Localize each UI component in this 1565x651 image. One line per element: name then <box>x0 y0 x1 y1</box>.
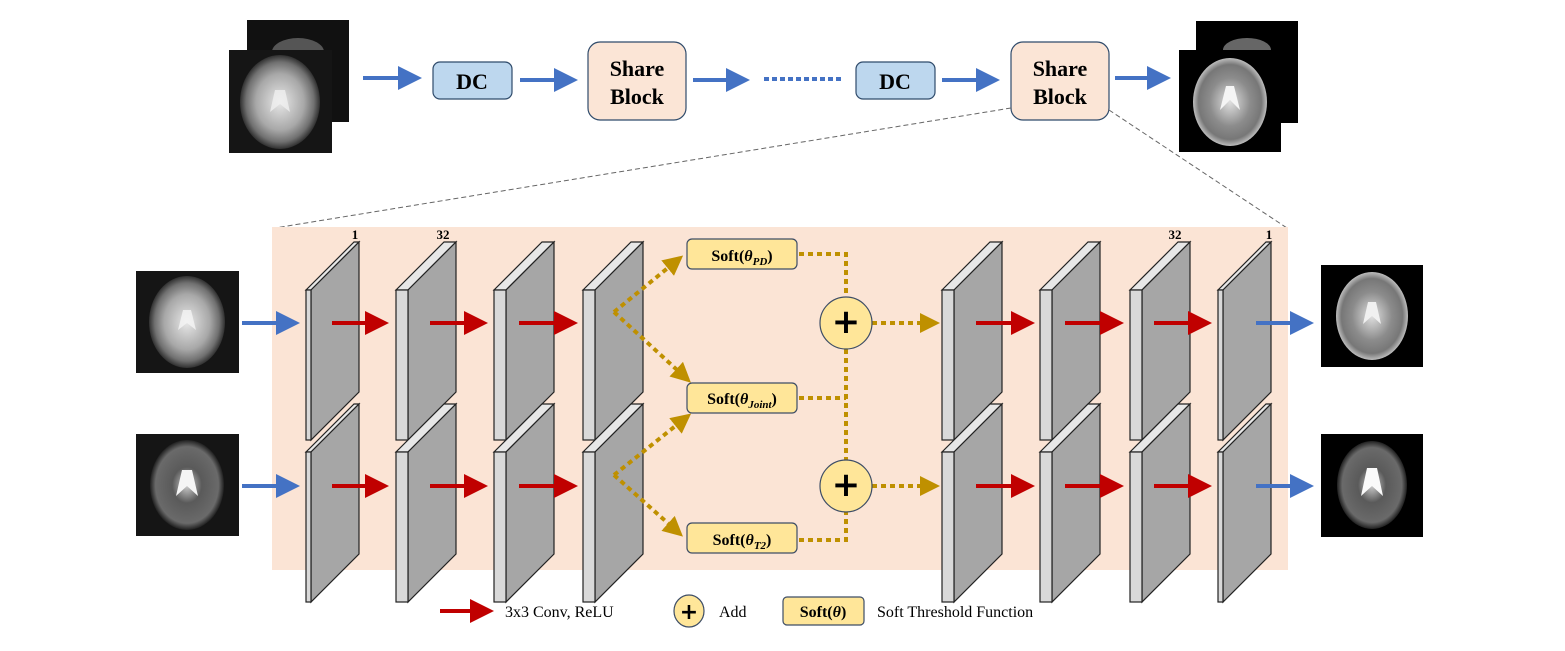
zoom-guide-line <box>1108 109 1288 229</box>
share-block-2[interactable]: Share Block <box>1010 41 1110 121</box>
input-t2-image <box>136 434 239 536</box>
conv-layer <box>394 402 458 604</box>
conv-layer <box>492 402 556 604</box>
add-node-t2: + <box>819 459 873 513</box>
legend-conv-label: 3x3 Conv, ReLU <box>505 604 614 621</box>
channel-label: 32 <box>437 227 450 242</box>
zoom-guide-line <box>274 107 1012 229</box>
conv-layer <box>940 240 1004 442</box>
soft-pd-label: Soft(θPD) <box>711 248 772 268</box>
legend-add-circle <box>673 594 705 628</box>
output-t2-image <box>1321 434 1423 537</box>
conv-layer <box>581 402 645 604</box>
soft-t2-label: Soft(θT2) <box>713 532 772 552</box>
conv-layer <box>1038 402 1102 604</box>
conv-layer <box>304 240 361 442</box>
plus-icon: + <box>832 465 861 505</box>
add-node-pd: + <box>819 296 873 350</box>
conv-layer <box>394 240 458 442</box>
conv-layer <box>304 402 361 604</box>
conv-layer <box>581 240 645 442</box>
dc-label: DC <box>456 69 488 94</box>
plus-icon: + <box>680 600 698 625</box>
conv-layer <box>1216 402 1273 604</box>
legend-soft-box-label: Soft(θ) <box>800 604 847 621</box>
channel-label: 32 <box>1169 227 1182 242</box>
share-block-1[interactable]: Share Block <box>587 41 687 121</box>
soft-threshold-pd[interactable]: Soft(θPD) <box>686 238 798 270</box>
soft-pd-to-add <box>799 252 848 297</box>
input-mri-stack <box>229 20 349 153</box>
output-pd-image <box>1321 265 1423 367</box>
dc-block-2[interactable]: DC <box>855 61 936 100</box>
dc-label: DC <box>879 69 911 94</box>
output-mri-stack <box>1179 21 1298 152</box>
conv-layer <box>1128 402 1192 604</box>
soft-t2-to-add <box>799 512 848 542</box>
conv-layer <box>940 402 1004 604</box>
share-label-line1: Share <box>1033 56 1088 81</box>
branch-to-soft-joint <box>612 310 691 383</box>
conv-layer <box>1038 240 1102 442</box>
soft-threshold-t2[interactable]: Soft(θT2) <box>686 522 798 554</box>
legend-add-label: Add <box>719 604 747 621</box>
dc-block-1[interactable]: DC <box>432 61 513 100</box>
soft-threshold-joint[interactable]: Soft(θJoint) <box>686 382 798 414</box>
conv-layer <box>492 240 556 442</box>
channel-label: 1 <box>1266 227 1273 242</box>
legend: 3x3 Conv, ReLU + Add Soft(θ) Soft Thresh… <box>440 594 1033 628</box>
branch-to-soft-joint <box>612 413 692 477</box>
legend-soft-box <box>782 596 865 626</box>
conv-layer <box>1216 240 1273 442</box>
soft-joint-label: Soft(θJoint) <box>707 391 777 411</box>
share-label-line1: Share <box>610 56 665 81</box>
plus-icon: + <box>832 302 861 342</box>
share-label-line2: Block <box>610 84 665 109</box>
channel-label: 1 <box>352 227 359 242</box>
branch-to-soft-t2 <box>612 473 683 537</box>
share-label-line2: Block <box>1033 84 1088 109</box>
conv-layer <box>1128 240 1192 442</box>
legend-soft-label: Soft Threshold Function <box>877 604 1033 621</box>
input-pd-image <box>136 271 239 373</box>
